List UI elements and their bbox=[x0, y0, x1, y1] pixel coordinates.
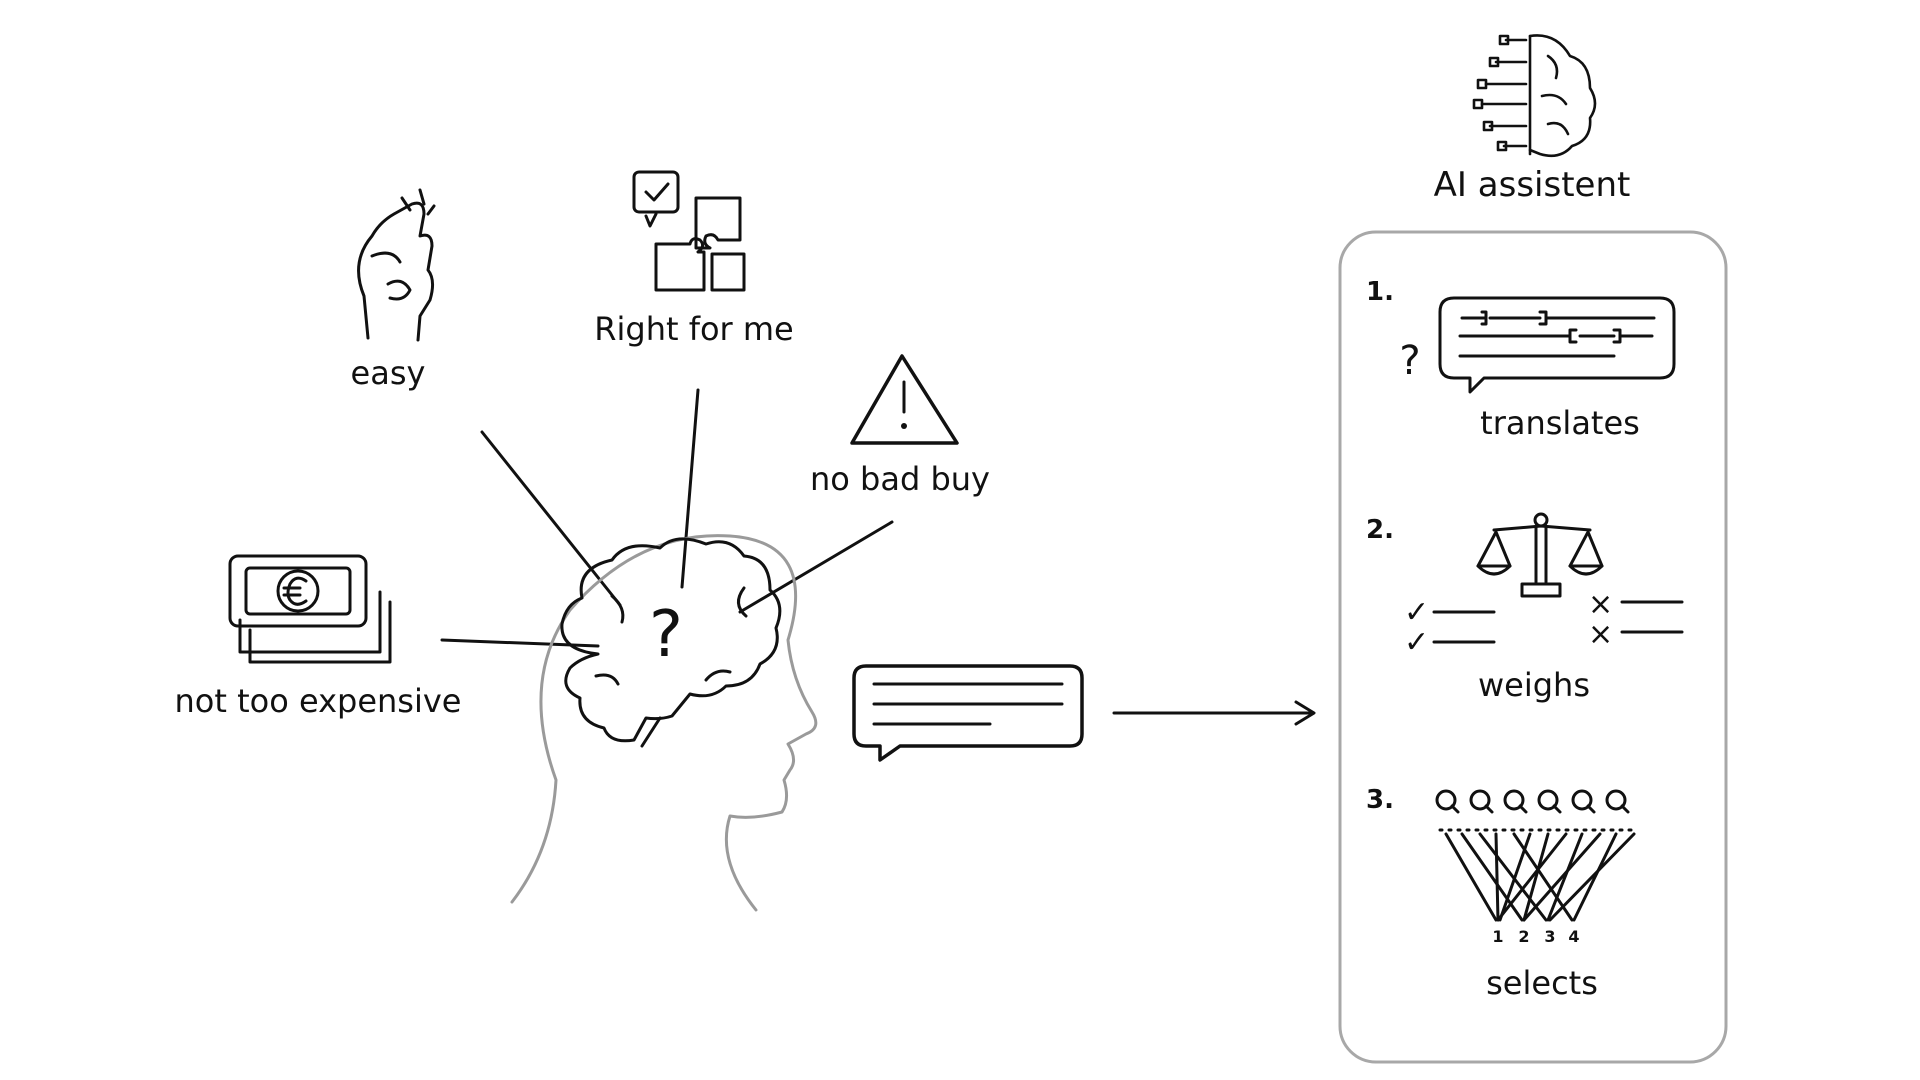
head-question-mark: ? bbox=[649, 598, 683, 672]
connector-no-bad-buy bbox=[738, 520, 894, 614]
weigh-cross-2: × bbox=[1588, 617, 1613, 652]
puzzle-check-icon bbox=[632, 170, 746, 292]
crossed-fingers-icon bbox=[357, 188, 436, 342]
step-1-question-mark: ? bbox=[1399, 338, 1420, 384]
assistant-title: AI assistent bbox=[1434, 165, 1631, 205]
rank-label-2: 2 bbox=[1518, 927, 1529, 946]
translate-bubble-icon bbox=[1438, 296, 1676, 394]
warning-triangle-icon bbox=[850, 354, 959, 445]
step-number-2: 2. bbox=[1366, 515, 1394, 545]
rank-label-1: 1 bbox=[1492, 927, 1503, 946]
step-number-3: 3. bbox=[1366, 785, 1394, 815]
ai-brain-circuit-icon bbox=[1472, 34, 1597, 158]
search-select-icon bbox=[1435, 789, 1636, 922]
step-label-translates: translates bbox=[1480, 404, 1640, 442]
assistant-panel bbox=[1338, 230, 1728, 1064]
connector-not-too-expensive bbox=[440, 638, 600, 648]
weigh-check-2: ✓ bbox=[1404, 625, 1429, 660]
rank-label-3: 3 bbox=[1544, 927, 1555, 946]
step-label-weighs: weighs bbox=[1478, 666, 1590, 704]
connector-right-for-me bbox=[680, 388, 700, 589]
brain-icon bbox=[560, 537, 782, 748]
speech-bubble-icon bbox=[852, 664, 1084, 762]
balance-scale-icon bbox=[1432, 512, 1684, 644]
connector-easy bbox=[480, 430, 622, 607]
need-label-not-too-expensive: not too expensive bbox=[175, 682, 462, 720]
arrow-right-icon bbox=[1112, 700, 1316, 726]
head-profile-icon bbox=[510, 534, 818, 912]
need-label-no-bad-buy: no bad buy bbox=[810, 460, 990, 498]
rank-label-4: 4 bbox=[1568, 927, 1579, 946]
euro-banknotes-icon bbox=[228, 554, 392, 664]
need-label-right-for-me: Right for me bbox=[594, 310, 793, 348]
weigh-cross-1: × bbox=[1588, 587, 1613, 622]
weigh-check-1: ✓ bbox=[1404, 595, 1429, 630]
step-label-selects: selects bbox=[1486, 964, 1598, 1002]
need-label-easy: easy bbox=[351, 354, 426, 392]
step-number-1: 1. bbox=[1366, 277, 1394, 307]
